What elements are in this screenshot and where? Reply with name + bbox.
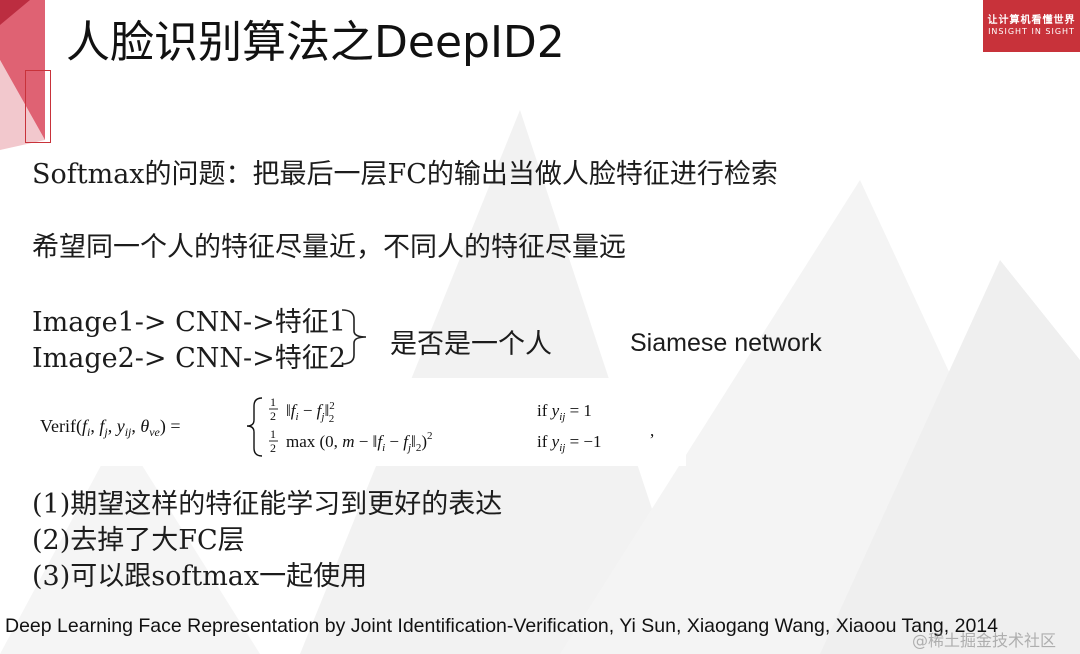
right-brace-icon — [341, 309, 367, 365]
svg-text:if yij = 1: if yij = 1 — [537, 401, 592, 423]
problem-statement: Softmax的问题：把最后一层FC的输出当做人脸特征进行检索 — [32, 159, 778, 190]
svg-text:,: , — [650, 421, 654, 440]
svg-text:1: 1 — [270, 395, 276, 409]
point-1: (1)期望这样的特征能学习到更好的表达 — [32, 489, 503, 520]
svg-text:max (0, m − ‖fi − fj‖2)2: max (0, m − ‖fi − fj‖2)2 — [286, 430, 432, 454]
pipeline-line-1: Image1-> CNN->特征1 — [32, 307, 346, 338]
svg-text:1: 1 — [270, 427, 276, 441]
watermark-text: @稀土掘金技术社区 — [912, 631, 1057, 650]
goal-statement: 希望同一个人的特征尽量近，不同人的特征尽量远 — [32, 232, 626, 263]
svg-text:if yij = −1: if yij = −1 — [537, 432, 602, 454]
siamese-network-label: Siamese network — [630, 329, 822, 357]
point-3: (3)可以跟softmax一起使用 — [32, 561, 368, 592]
formula-panel — [20, 378, 686, 466]
verification-loss-formula: Verif(fi, fj, yij, θve) = 1 2 ‖fi − fj‖2… — [40, 395, 654, 457]
same-person-label: 是否是一个人 — [390, 329, 552, 360]
svg-text:‖fi − fj‖22: ‖fi − fj‖22 — [286, 400, 335, 425]
paper-citation: Deep Learning Face Representation by Joi… — [5, 615, 998, 637]
slide-title: 人脸识别算法之DeepID2 — [66, 17, 565, 68]
point-2: (2)去掉了大FC层 — [32, 525, 245, 556]
logo-text-english: INSIGHT IN SIGHT — [988, 27, 1075, 36]
logo-text-chinese: 让计算机看懂世界 — [987, 15, 1076, 26]
title-accent-box — [25, 70, 51, 143]
pipeline-line-2: Image2-> CNN->特征2 — [32, 343, 346, 374]
formula-lhs: Verif(fi, fj, yij, θve) = — [40, 416, 181, 439]
svg-text:2: 2 — [270, 409, 276, 423]
svg-text:2: 2 — [270, 441, 276, 455]
brand-logo: 让计算机看懂世界 INSIGHT IN SIGHT — [983, 0, 1080, 52]
